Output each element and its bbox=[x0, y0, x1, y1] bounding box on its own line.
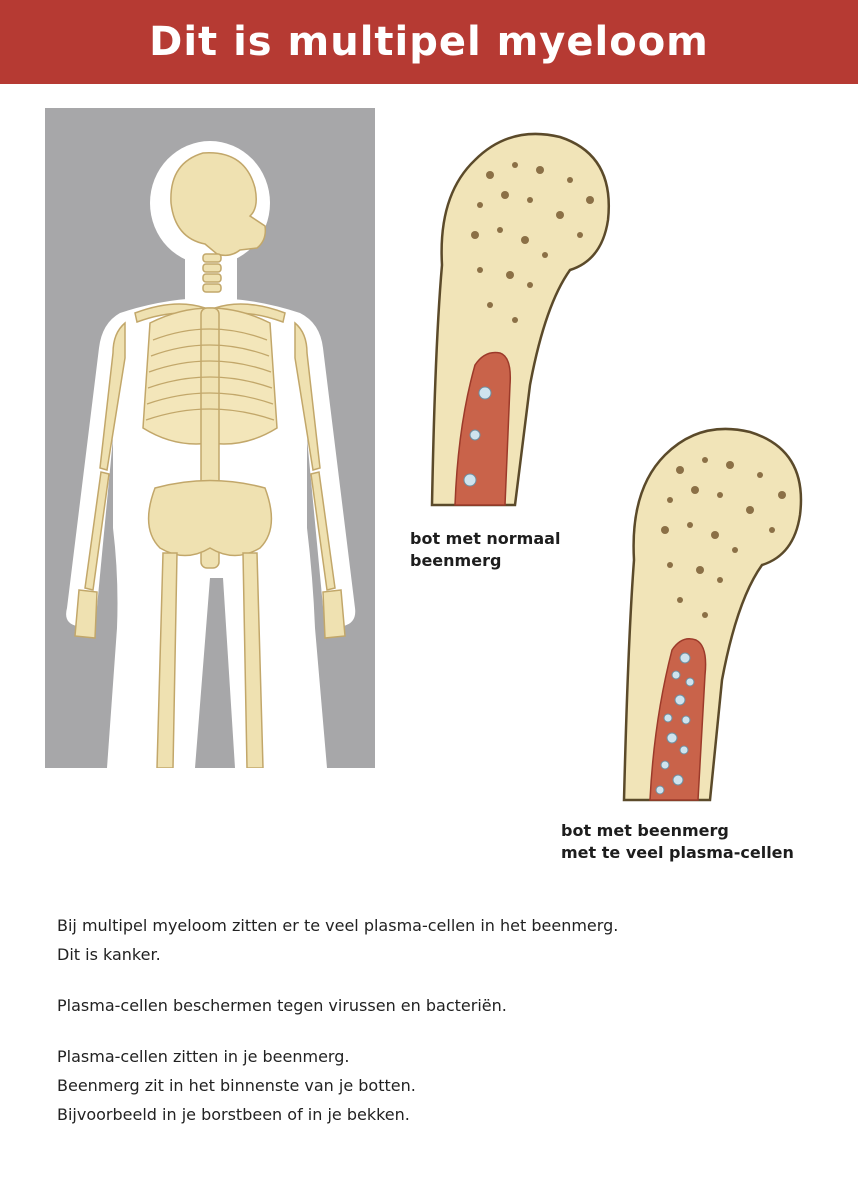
text-line: Plasma-cellen zitten in je beenmerg. bbox=[57, 1047, 350, 1066]
text-line: Plasma-cellen beschermen tegen virussen … bbox=[57, 996, 507, 1015]
page-header: Dit is multipel myeloom bbox=[0, 0, 858, 84]
caption-normal-marrow: bot met normaal beenmerg bbox=[410, 529, 561, 570]
paragraph-2: Plasma-cellen beschermen tegen virussen … bbox=[57, 991, 817, 1020]
caption-myeloma-marrow: bot met beenmerg met te veel plasma-cell… bbox=[561, 821, 794, 862]
bone-normal-marrow-illustration bbox=[420, 125, 620, 510]
text-line: Bij multipel myeloom zitten er te veel p… bbox=[57, 916, 619, 935]
body-text: Bij multipel myeloom zitten er te veel p… bbox=[57, 911, 817, 1151]
skeleton-illustration bbox=[45, 108, 375, 768]
text-line: Beenmerg zit in het binnenste van je bot… bbox=[57, 1076, 416, 1095]
paragraph-1: Bij multipel myeloom zitten er te veel p… bbox=[57, 911, 817, 969]
text-line: Bijvoorbeeld in je borstbeen of in je be… bbox=[57, 1105, 410, 1124]
page-title: Dit is multipel myeloom bbox=[149, 19, 709, 65]
bone-myeloma-marrow-illustration bbox=[610, 420, 815, 805]
text-line: Dit is kanker. bbox=[57, 945, 161, 964]
paragraph-3: Plasma-cellen zitten in je beenmerg. Bee… bbox=[57, 1042, 817, 1129]
